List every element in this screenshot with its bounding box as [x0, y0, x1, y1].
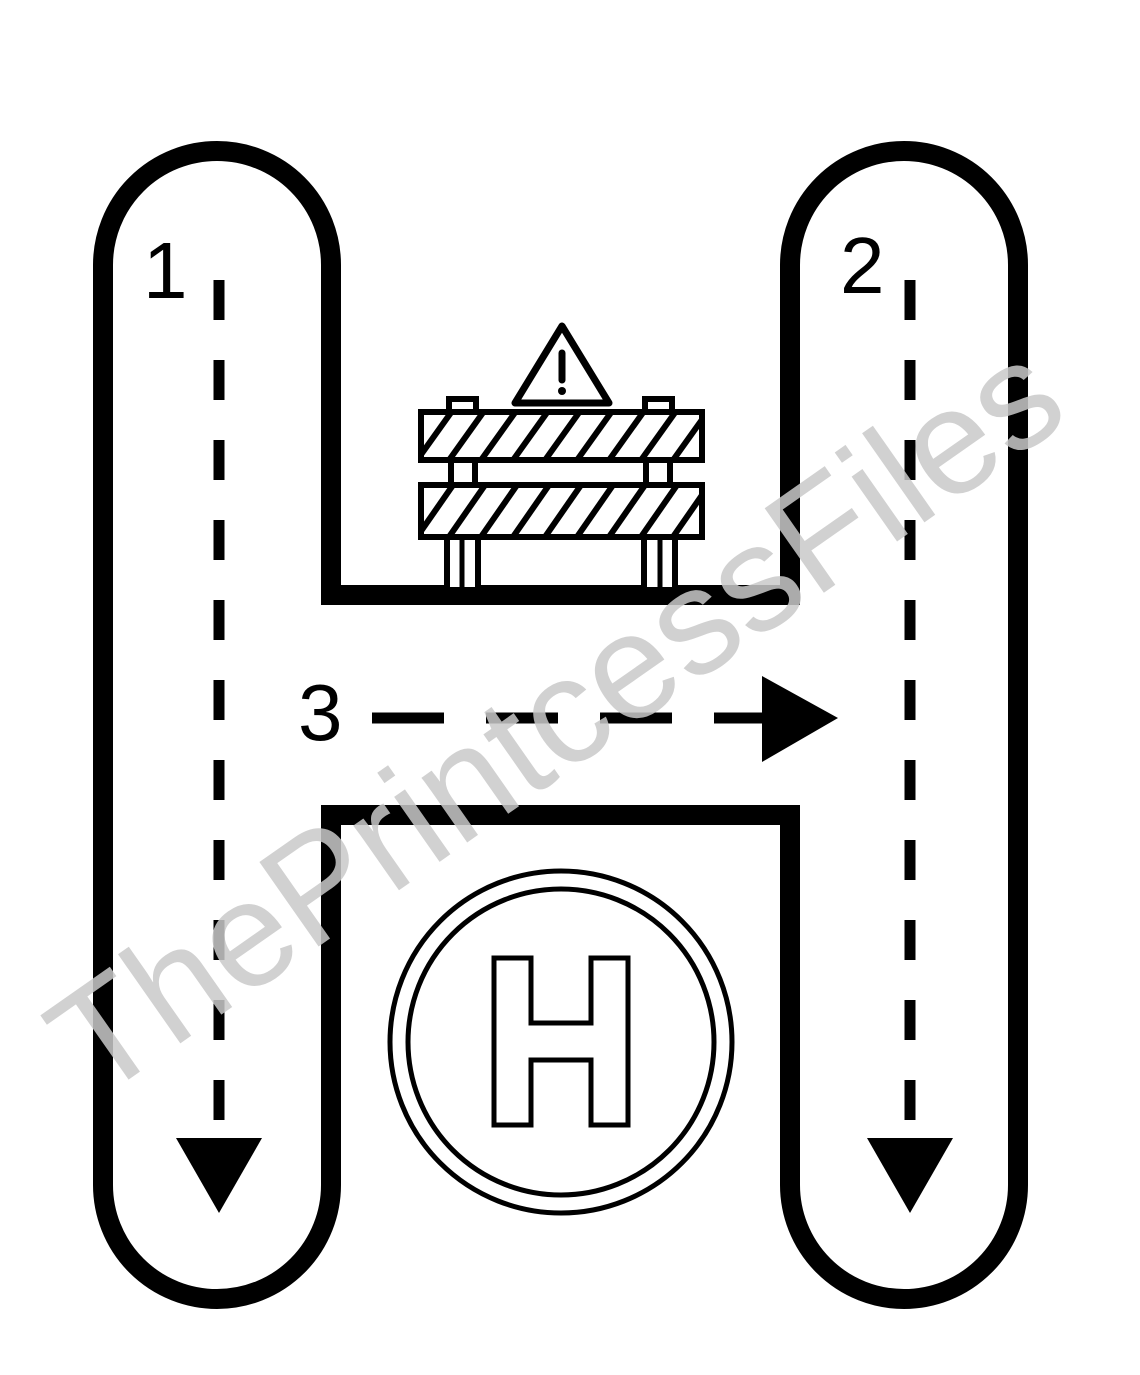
- stroke-1-arrowhead-icon: [176, 1138, 262, 1213]
- stroke-3-arrowhead-icon: [762, 676, 838, 762]
- helipad-icon: [387, 868, 735, 1216]
- warning-sign-icon: [511, 322, 613, 407]
- stroke-1-number: 1: [143, 226, 188, 315]
- stroke-1-guide: 1: [143, 226, 262, 1213]
- letter-h-road-outline: [93, 141, 1028, 1309]
- stroke-2-guide: 2: [840, 221, 953, 1213]
- road-barrier-icon: [418, 322, 705, 593]
- stroke-2-arrowhead-icon: [867, 1138, 953, 1213]
- helipad-letter-h: [491, 955, 631, 1128]
- stroke-2-number: 2: [840, 221, 885, 310]
- stroke-3-number: 3: [298, 668, 343, 757]
- stroke-3-guide: 3: [298, 668, 838, 762]
